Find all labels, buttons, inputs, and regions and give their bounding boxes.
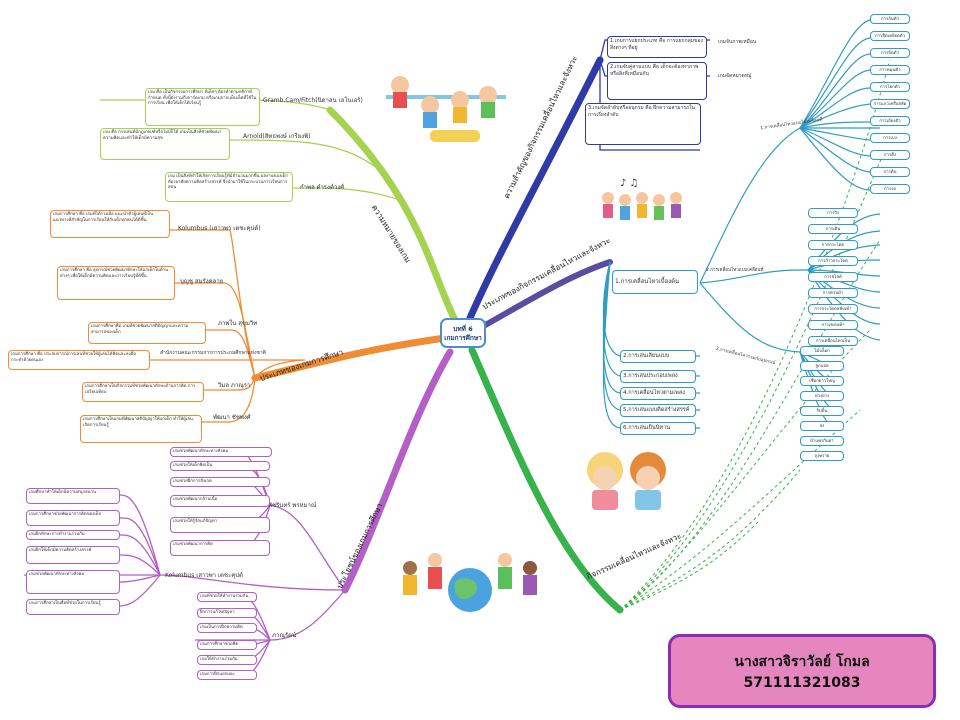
types-box-1[interactable]: เกมการศึกษา คือ เกมที่ได้ร่วมมือ แนะนำตั… (50, 210, 170, 238)
types-label-1[interactable]: Kolumbus (เสาวพา เตชะคุปต์) (178, 225, 261, 232)
types-box-4[interactable]: เกมการศึกษา คือ ประสบการณ์การเล่นที่ช่วย… (8, 350, 150, 370)
purpose-mid-box-4[interactable]: เกมช่วยพัฒนากล้ามเนื้อ (170, 495, 270, 507)
center-topic[interactable]: บทที่ 6 เกมการศึกษา (440, 318, 486, 348)
purpose-mid-box-5[interactable]: เกมช่วยให้รู้จักแก้ปัญหา (170, 517, 270, 533)
types-label-2[interactable]: บุญชู สมรังคลาย (180, 278, 224, 285)
purpose-mid-box-6[interactable]: เกมช่วยพัฒนาการคิด (170, 540, 270, 556)
kids-dancing-illustration: ♪ ♫ (602, 178, 682, 220)
types-label-6[interactable]: พัฒนา ชัชพงศ์ (213, 414, 251, 421)
purpose-mid-box-3[interactable]: เกมช่วยฝึกการสังเกต (170, 477, 270, 487)
kids-slide-illustration (386, 76, 506, 142)
kids-globe-illustration (403, 553, 537, 612)
types-label-4[interactable]: สำนักงานคณะกรรมการการประถมศึกษาแห่งชาติ (160, 350, 266, 356)
leaf-box[interactable]: การกระโดด (808, 240, 858, 250)
leaf-box[interactable]: ถุงทราย (800, 451, 844, 461)
meaning-box-2[interactable]: เกม คือ การเล่นที่มีกฎเกณฑ์หรือไม่มีก็ได… (100, 128, 230, 160)
leaf-box[interactable]: การวิ่ง (808, 208, 858, 218)
purpose-left-box-6[interactable]: เกมการศึกษาเป็นสื่อที่ช่วยในการเรียนรู้ (26, 599, 120, 615)
types-label-5[interactable]: วิมล ภาณุรา (218, 382, 251, 389)
purpose-label-3[interactable]: ภาณุรัตน์ (272, 632, 297, 639)
importance-box-1[interactable]: 1.เกมการแยกประเภท คือ การแยกกลุ่มของสิ่ง… (607, 36, 707, 58)
purpose-low-box-2[interactable]: ฝึกการแก้ไขปัญหา (197, 608, 257, 618)
leaf-box[interactable]: ธง (800, 421, 844, 431)
guideline-box-6[interactable]: 6.การเล่นเป็นนิทาน (620, 422, 696, 435)
guideline-label-2[interactable]: 2.การเคลื่อนไหวแบบเคลื่อนที่ (706, 268, 764, 273)
leaf-box[interactable]: การงอ (870, 184, 910, 194)
leaf-box[interactable]: การกระโดดสลับเท้า (808, 304, 858, 314)
leaf-box[interactable]: การโยกตัว (870, 82, 910, 92)
purpose-label-2[interactable]: Kolumbus เสาวพา เตชะคุปต์ (165, 572, 243, 579)
meaning-label-2[interactable]: Arnold(สิทธพงษ์ เกรียงพิ) (243, 133, 311, 140)
leaf-box[interactable]: การยืดเหยียดตัว (870, 31, 910, 41)
author-id: 571111321083 (743, 675, 861, 691)
types-box-6[interactable]: เกมการศึกษาเป็นเกมที่พัฒนาสติปัญญาให้แก่… (80, 415, 202, 443)
types-label-3[interactable]: ภาพใน สุขุมวิท (218, 320, 258, 327)
importance-box-3[interactable]: 3.เกมจัดลำดับหรืออนุกรม คือ ฝึกความสามาร… (585, 103, 701, 145)
author-name: นางสาวจิราวัลย์ โกมล (734, 654, 870, 670)
leaf-box[interactable]: การเบ่ง (870, 133, 910, 143)
center-subtitle: เกมการศึกษา (444, 334, 482, 342)
meaning-box-3[interactable]: เกม เป็นสิ่งที่ทำให้เกิดการเรียนรู้ที่มี… (165, 172, 293, 202)
leaf-box[interactable]: ริบบิ้น (800, 406, 844, 416)
types-box-3[interactable]: เกมการศึกษาคือ เกมที่ช่วยพัฒนาสติปัญญาแล… (88, 322, 206, 344)
purpose-low-box-5[interactable]: เกมให้ทำงานร่วมกัน (197, 655, 257, 665)
purpose-low-box-3[interactable]: เกมเป็นการฝึกความคิด (197, 623, 257, 633)
branch-line-importance (466, 56, 604, 322)
importance-box-2[interactable]: 2.เกมจับคู่สามแบบ คือ เด็กจะต้องหาภาพหรื… (607, 62, 707, 100)
leaf-box[interactable]: การเขย่งเท้า (808, 320, 858, 330)
purpose-mid-box-2[interactable]: เกมช่วยให้เด็กคิดเป็น (170, 461, 270, 471)
types-box-5[interactable]: เกมการศึกษาเป็นกิจกรรมที่ช่วยพัฒนาทักษะด… (82, 382, 204, 402)
purpose-left-box-1[interactable]: เกมศึกษาทำให้เด็กมีความสนุกสนาน (26, 488, 120, 504)
purpose-low-box-6[interactable]: เกมการฝึกแยกแยะ (197, 670, 257, 680)
leaf-box[interactable]: การดัน (870, 167, 910, 177)
leaf-box[interactable]: ผ้าแพรกิมย่า (800, 436, 844, 446)
leaf-box[interactable]: ไม้บล็อก (800, 346, 844, 356)
guideline-box-2[interactable]: 2.การเล่นเลียนแบบ (620, 350, 696, 363)
purpose-label-1[interactable]: พัชรินทร์ พรหมาณ์ (268, 502, 317, 509)
purpose-mid-box-1[interactable]: เกมช่วยพัฒนาทักษะทางสังคม (170, 447, 272, 457)
svg-text:♪ ♫: ♪ ♫ (620, 178, 639, 189)
leaf-box[interactable]: การก้มตัว (870, 14, 910, 24)
author-card: นางสาวจิราวัลย์ โกมล 571111321083 (668, 634, 936, 708)
leaf-box[interactable]: เชือกยาวใหญ่ (800, 376, 844, 386)
importance-label-1[interactable]: เกมจับภาพเหมือน (718, 39, 757, 45)
leaf-box[interactable]: ห่วงยาง (800, 391, 844, 401)
purpose-left-box-4[interactable]: เกมฝึกให้เด็กมีความคิดสร้างสรรค์ (26, 546, 120, 564)
branch-line-music (468, 346, 624, 614)
branch-line-meaning (326, 106, 459, 324)
two-kids-illustration (587, 452, 666, 510)
leaf-box[interactable]: การเอียงตัว (870, 116, 910, 126)
leaf-box[interactable]: การดึง (870, 150, 910, 160)
leaf-box[interactable]: การก้าวกระโดด (808, 256, 858, 266)
center-title: บทที่ 6 (453, 325, 473, 333)
leaf-box[interactable]: การควบม้า (808, 288, 858, 298)
purpose-low-box-4[interactable]: เกมการศึกษาช่วยคิด (197, 640, 257, 650)
purpose-left-box-3[interactable]: เกมฝึกทักษะการทำงานร่วมกัน (26, 530, 120, 540)
leaf-box[interactable]: การสไลด์ (808, 272, 858, 282)
purpose-left-box-2[interactable]: เกมการศึกษาช่วยพัฒนาการคิดของเด็ก (26, 510, 120, 526)
types-box-2[interactable]: เกมการศึกษา คือ อุปกรณ์ช่วยพัฒนาทักษะให้… (57, 266, 175, 300)
guideline-box-4[interactable]: 4.การเคลื่อนไหวตามเพลง (620, 387, 696, 400)
leaf-box[interactable]: การหมุนตัว (870, 65, 910, 75)
leaf-box[interactable]: การบิดตัว (870, 48, 910, 58)
branch-line-purpose (341, 348, 454, 594)
purpose-low-box-1[interactable]: เกมที่ช่วยให้ทำงานร่วมกัน (197, 592, 257, 602)
meaning-label-1[interactable]: Gramb.Cam/Fitch(นิดาสน เลโนเอร์) (263, 97, 363, 104)
leaf-box[interactable]: ลูกบอล (800, 361, 844, 371)
importance-label-2[interactable]: เกมจัดหมวดหมู่ (718, 73, 752, 79)
leaf-box[interactable]: การเดิน (808, 224, 858, 234)
guideline-box-3[interactable]: 3.การเล่นประกอบเพลง (620, 370, 696, 383)
meaning-box-1[interactable]: เกม คือ เป็นกิจกรรมการศึกษา ที่เด็กๆ ต้อ… (145, 88, 260, 126)
guideline-box-1[interactable]: 1.การเคลื่อนไหวเบื้องต้น (612, 270, 698, 294)
branch-line-guidelines (477, 259, 613, 331)
leaf-box[interactable]: การเคลื่อนไหวเป็นจังหวะ (808, 336, 858, 346)
purpose-left-box-5[interactable]: เกมช่วยพัฒนาทักษะทางสังคม (26, 570, 120, 594)
guideline-box-5[interactable]: 5.การเล่นแบบคิดสร้างสรรค์ (620, 404, 696, 417)
branch-line-types (251, 334, 449, 382)
meaning-label-3[interactable]: กำพล ดำรงค์วงศ์ (300, 184, 345, 191)
leaf-box[interactable]: การแกว่งหรือสลัดแขน (870, 99, 910, 109)
